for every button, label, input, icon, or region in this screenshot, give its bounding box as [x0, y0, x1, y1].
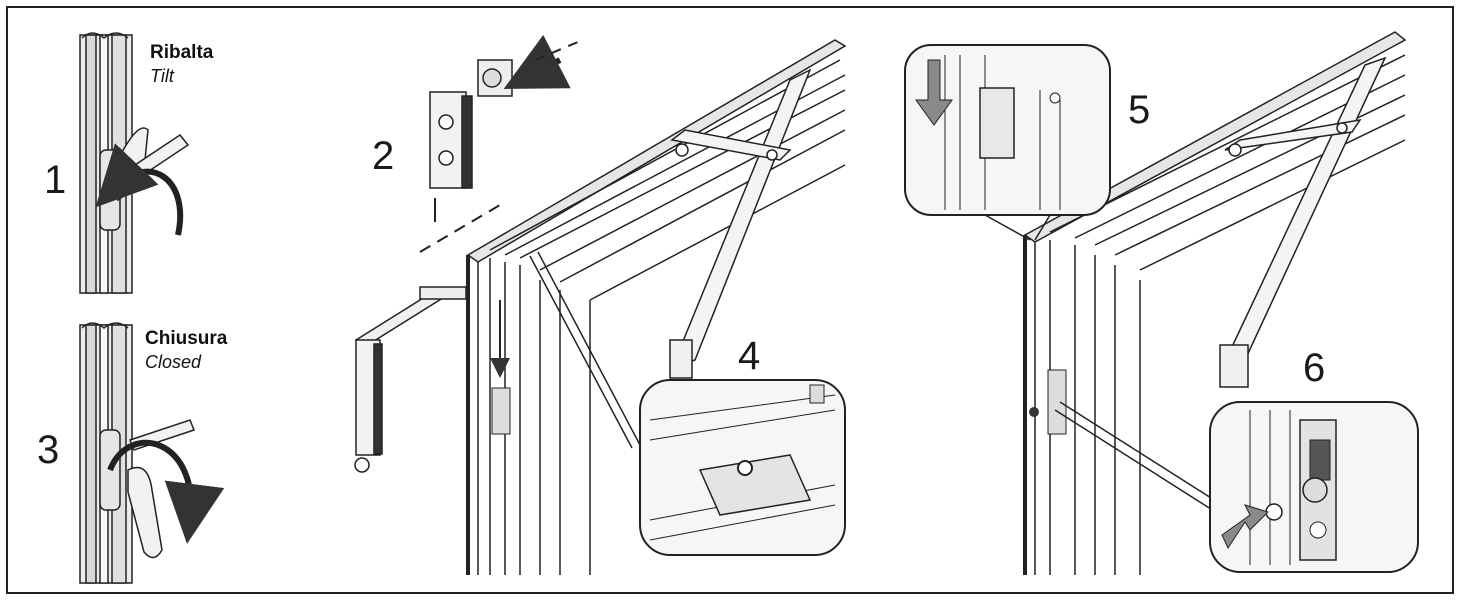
step3-sublabel: Closed: [145, 352, 202, 372]
step-number-5: 5: [1128, 88, 1151, 132]
step3-rotate-arrow: [107, 439, 225, 544]
lock-component: [354, 286, 467, 473]
step-number-6: 6: [1303, 346, 1326, 390]
step4-detail-inset: [639, 379, 846, 556]
step2-insert-arrow: [503, 34, 571, 89]
step3-label: Chiusura: [145, 328, 228, 349]
step-number-2: 2: [372, 134, 395, 178]
step-number-4: 4: [738, 334, 761, 378]
step1-sublabel: Tilt: [150, 66, 174, 86]
right-stay-arm: [1219, 56, 1387, 388]
left-stay-arm: [669, 68, 812, 379]
step-number-1: 1: [44, 158, 67, 202]
diagram-border: [6, 6, 1454, 594]
right-window-frame: [1023, 31, 1407, 575]
step6-detail-inset: [1209, 401, 1419, 573]
step2-parts: [429, 59, 513, 189]
left-window-frame: [466, 39, 847, 575]
step1-rotate-arrow: [95, 143, 184, 236]
step-number-3: 3: [37, 428, 60, 472]
step5-detail-inset: [904, 44, 1111, 216]
step1-label: Ribalta: [150, 42, 214, 63]
